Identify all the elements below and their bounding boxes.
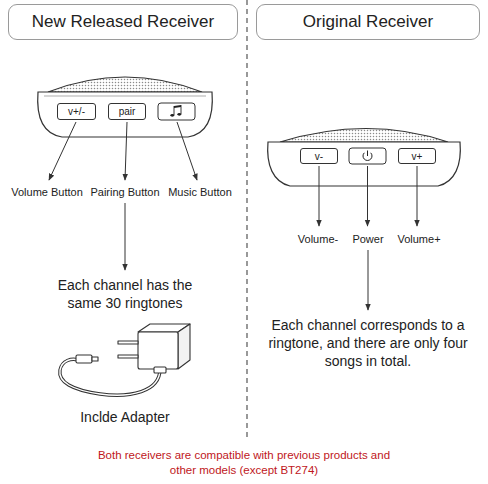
power-adapter <box>60 324 190 395</box>
feature-note: Each channel corresponds to a ringtone, … <box>261 316 476 371</box>
button-label: Volume Button <box>5 185 89 199</box>
button-label: Volume+ <box>389 232 449 246</box>
node-text: v+ <box>412 151 423 162</box>
button-label: Volume- <box>288 232 348 246</box>
new-receiver <box>38 77 213 137</box>
volume-up-button: v+ <box>398 148 436 164</box>
music-button <box>158 103 195 120</box>
volume-button: v+/- <box>57 103 96 120</box>
music-icon <box>170 105 181 117</box>
node-text: v+/- <box>68 106 85 117</box>
divider-line <box>246 0 247 440</box>
volume-down-button: v- <box>300 148 338 164</box>
column-header: Original Receiver <box>256 4 480 40</box>
node-text: New Released Receiver <box>32 13 214 32</box>
node-text: pair <box>119 106 136 117</box>
node-text: Original Receiver <box>303 13 433 32</box>
column-header: New Released Receiver <box>8 4 238 40</box>
button-label: Music Button <box>162 185 238 199</box>
pairing-button: pair <box>108 103 146 120</box>
adapter-label: Inclde Adapter <box>45 408 205 426</box>
feature-note: Each channel has the same 30 ringtones <box>45 276 205 312</box>
power-icon <box>363 151 372 161</box>
button-label: Power <box>345 232 391 246</box>
node-text: v- <box>315 151 323 162</box>
compatibility-note: Both receivers are compatible with previ… <box>84 448 404 478</box>
button-label: Pairing Button <box>85 185 165 199</box>
original-receiver <box>268 129 461 187</box>
power-button <box>349 148 386 164</box>
